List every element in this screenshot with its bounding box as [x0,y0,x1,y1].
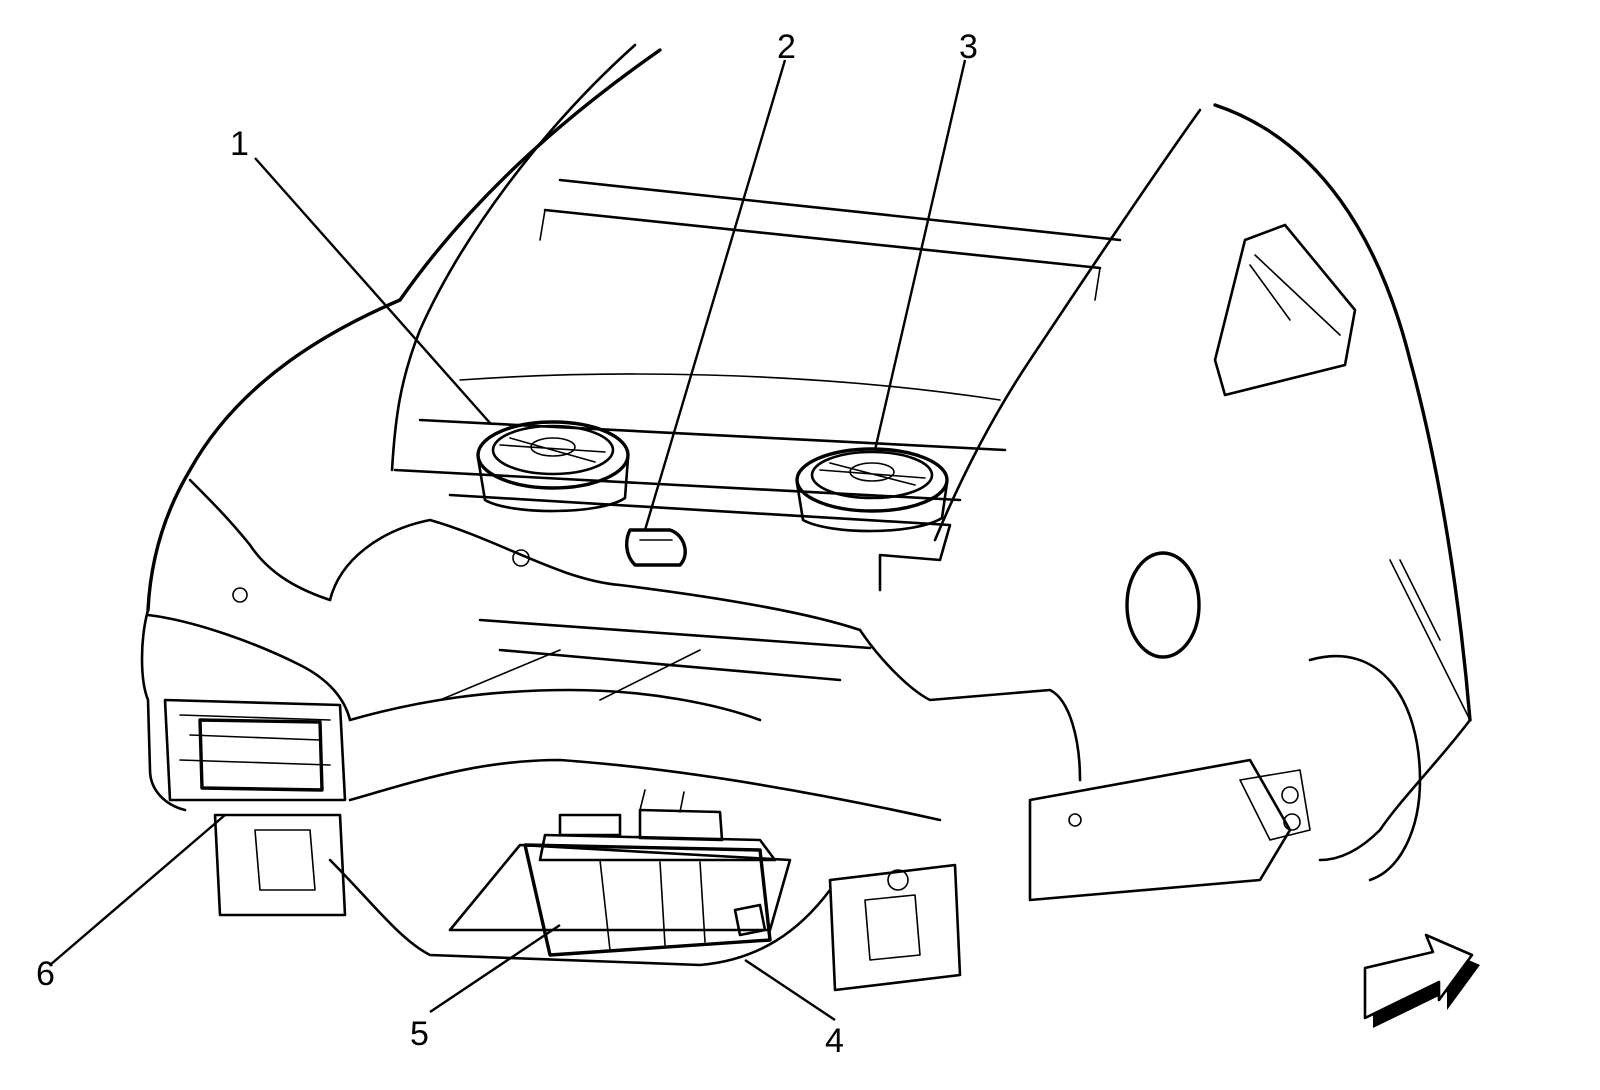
vehicle-body [140,43,1472,992]
amplifier-connector [733,903,767,937]
callout-labels: 1 2 3 4 5 6 [36,28,978,1060]
amplifier-assembly [523,789,777,957]
center-module [625,528,687,567]
callout-3: 3 [959,28,978,66]
right-rear-speaker [795,447,949,533]
leader-line-2 [643,59,787,531]
front-of-vehicle-arrow-icon [1363,933,1480,1028]
callout-2: 2 [777,28,796,66]
leader-line-6 [49,814,226,966]
leader-lines [49,59,967,1021]
leader-line-5 [429,924,561,1013]
callout-5: 5 [410,1015,429,1053]
leader-line-4 [744,959,836,1021]
leader-line-1 [254,157,491,424]
left-rear-speaker [476,420,630,513]
leader-line-3 [873,59,967,451]
callout-6: 6 [36,955,55,993]
callout-4: 4 [825,1022,844,1060]
left-module [198,718,324,792]
callout-1: 1 [230,125,249,163]
